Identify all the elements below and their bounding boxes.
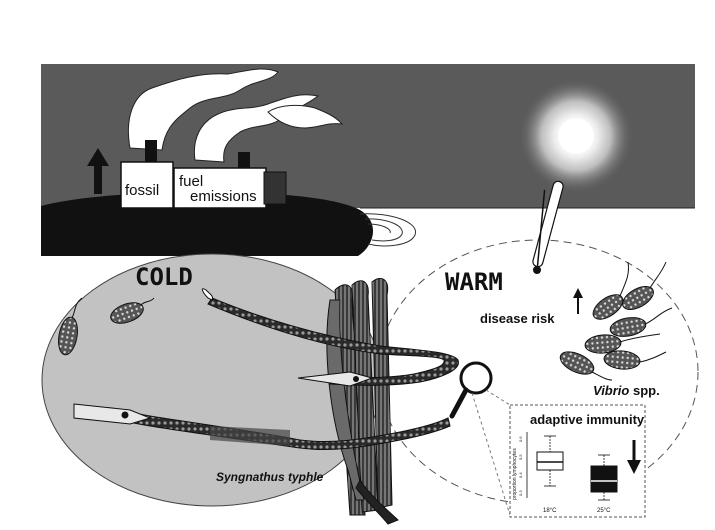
eelgrass-bundle xyxy=(326,278,399,525)
box-25c xyxy=(590,454,618,501)
vibrio-bacterium-cold-1 xyxy=(58,297,83,356)
chimney-left xyxy=(145,140,157,164)
ytick-1: 0.4 xyxy=(518,472,523,478)
inset-ylabel: proportion lymphocytes xyxy=(512,448,518,500)
zoom-lines xyxy=(471,389,511,516)
vibrio-cluster-warm xyxy=(559,261,673,381)
emissions-label: emissions xyxy=(190,188,257,205)
fossil-label: fossil xyxy=(125,182,159,199)
ytick-0: 0.3 xyxy=(518,490,523,496)
smoke-plumes xyxy=(127,68,344,163)
thermometer-icon xyxy=(532,180,564,274)
adaptive-immunity-down-arrow-icon xyxy=(627,440,641,474)
inset-plot: adaptive immunity 0.3 0.4 0.5 0.6 propor… xyxy=(509,404,646,518)
warm-label: WARM xyxy=(445,268,503,296)
box-18c xyxy=(536,435,564,487)
disease-risk-label: disease risk xyxy=(480,311,555,326)
ytick-3: 0.6 xyxy=(518,436,523,442)
magnifying-glass-icon xyxy=(449,361,493,419)
syngnathus-label: Syngnathus typhle xyxy=(216,470,324,484)
vibrio-label: Vibrio spp. xyxy=(593,383,660,398)
vibrio-bacterium-cold-2 xyxy=(110,297,155,324)
factory xyxy=(120,161,287,209)
xtick-25c: 25°C xyxy=(597,508,611,514)
cold-label: COLD xyxy=(135,263,193,291)
disease-risk-up-arrow-icon xyxy=(573,288,583,314)
xtick-18c: 18°C xyxy=(543,508,557,514)
vibrio-spp-label: spp. xyxy=(629,383,659,398)
chimney-right xyxy=(238,152,250,170)
vibrio-genus-label: Vibrio xyxy=(593,383,629,398)
pipefish-upper xyxy=(201,288,459,387)
fuel-label: fuel xyxy=(179,173,203,190)
pipefish-lower xyxy=(73,403,451,451)
ytick-2: 0.5 xyxy=(518,454,523,460)
sun-icon xyxy=(518,78,634,194)
emissions-up-arrow-icon xyxy=(87,148,109,194)
water-ripples xyxy=(359,213,416,247)
adaptive-immunity-label: adaptive immunity xyxy=(530,412,645,427)
